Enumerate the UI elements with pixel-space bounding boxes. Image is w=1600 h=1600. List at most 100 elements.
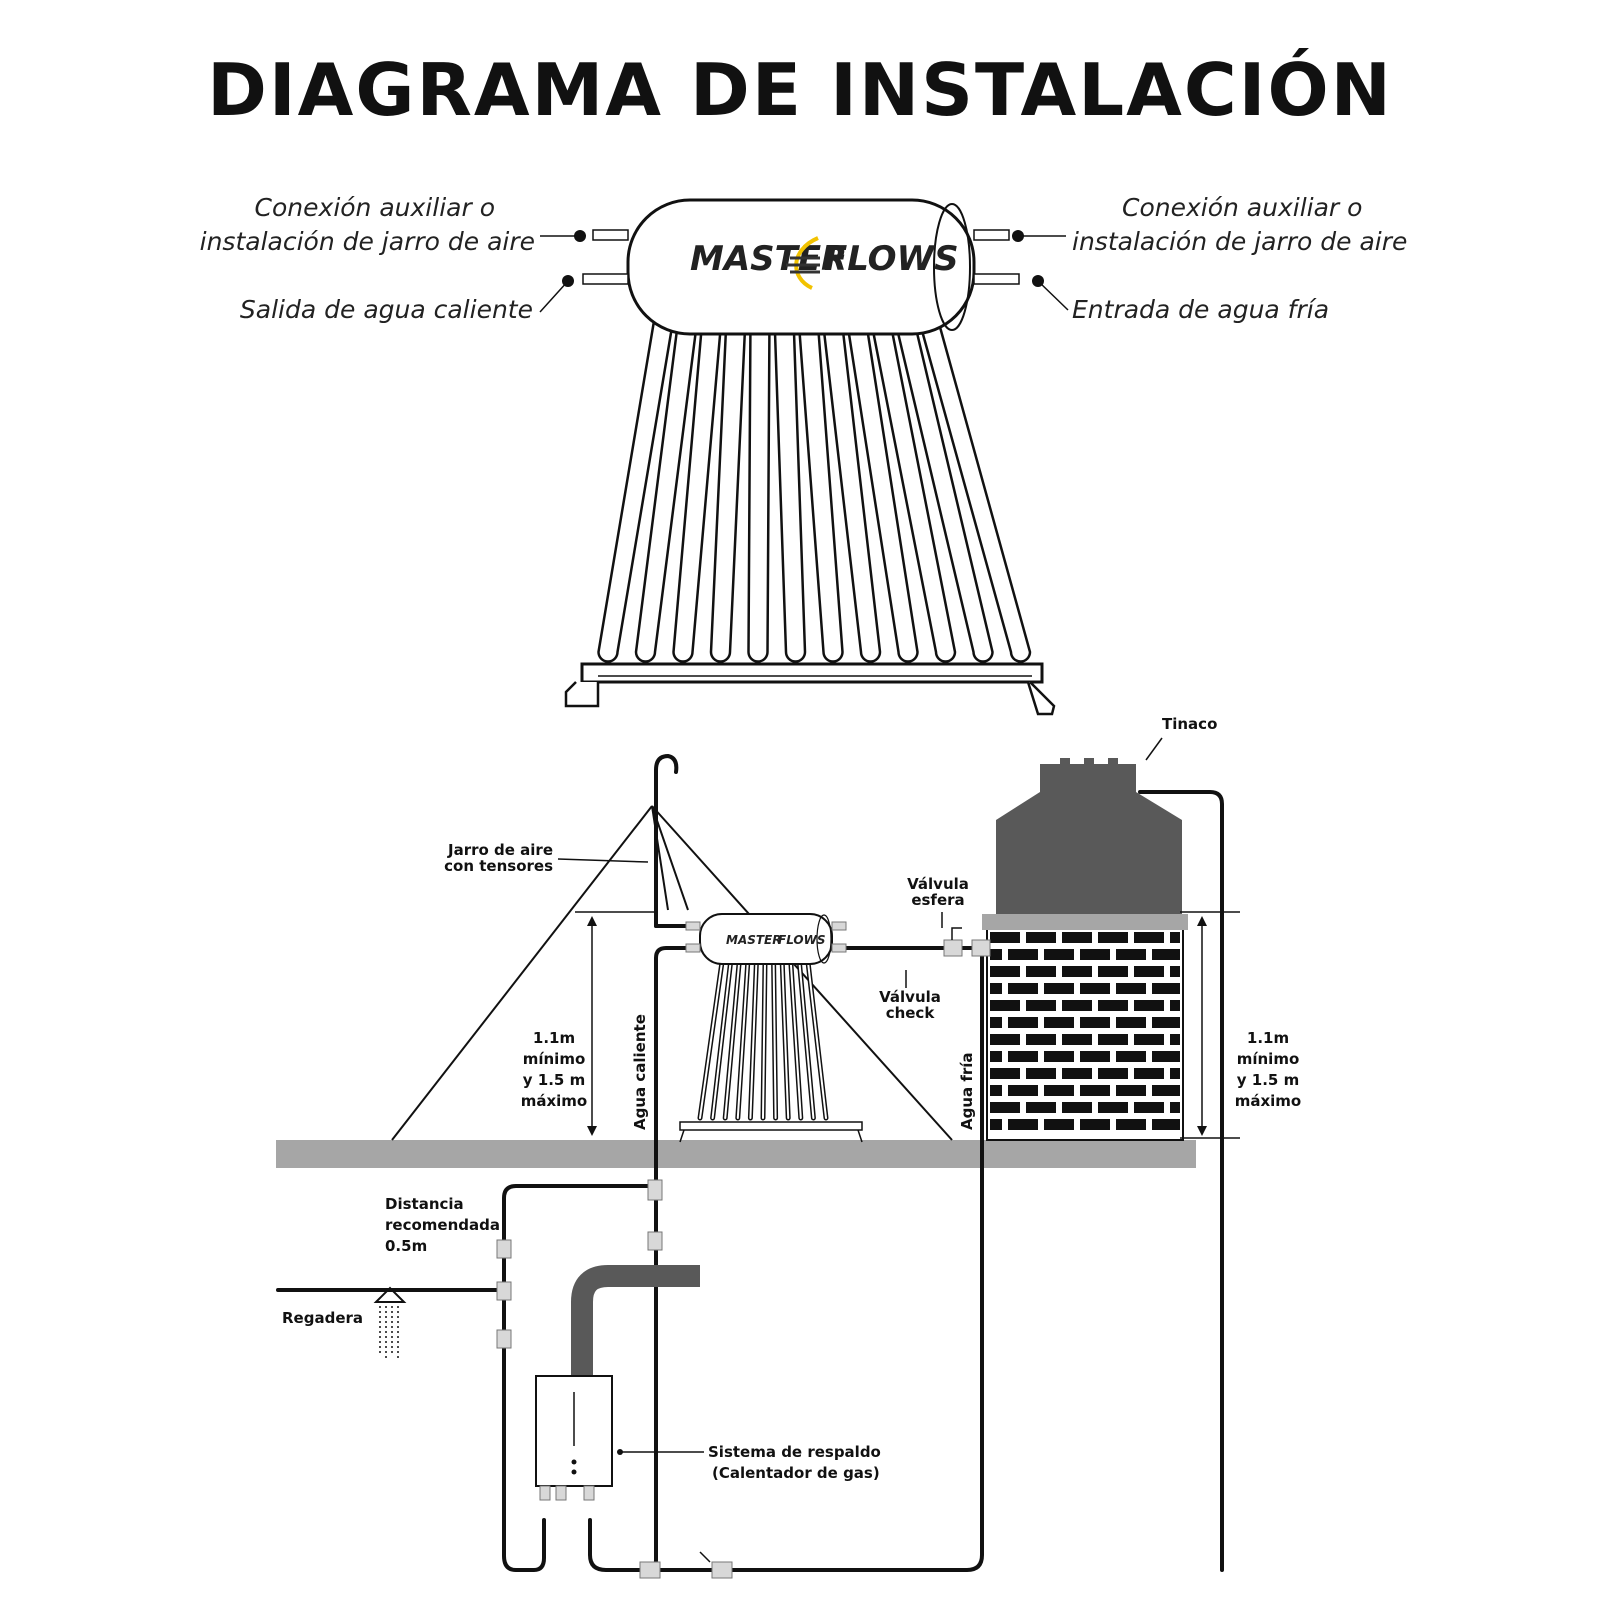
respaldo-label-2: (Calentador de gas) — [712, 1464, 880, 1482]
brick — [1152, 1085, 1180, 1096]
fittings — [496, 927, 991, 1579]
brick — [1062, 932, 1092, 943]
cold-in-stub — [973, 273, 1020, 285]
brick — [1134, 932, 1164, 943]
valvula-check-label-2: check — [886, 1004, 936, 1022]
brick — [990, 1119, 1002, 1130]
shower-head-icon — [373, 1286, 407, 1358]
tinaco-cap — [1084, 758, 1094, 766]
brick — [1026, 932, 1056, 943]
brick — [1044, 983, 1074, 994]
brick — [990, 1068, 1020, 1079]
small-vacuum-tube-inner — [789, 961, 802, 1119]
brick — [1026, 966, 1056, 977]
brick — [1026, 1000, 1056, 1011]
valvula-check-label-1: Válvula — [879, 988, 941, 1006]
brick — [1116, 1017, 1146, 1028]
distancia-label-1: Distancia — [385, 1195, 464, 1213]
small-vacuum-tube-inner — [736, 961, 749, 1119]
vacuum-tube — [916, 316, 1032, 663]
distancia-label-3: 0.5m — [385, 1237, 427, 1255]
brick — [1116, 983, 1146, 994]
brick — [1062, 1068, 1092, 1079]
small-vacuum-tube-inner — [711, 961, 732, 1119]
jarro-label-1: Jarro de aire — [447, 841, 553, 859]
distancia-label-2: recomendada — [385, 1216, 500, 1234]
brick — [990, 1102, 1020, 1113]
gas-heater — [535, 1265, 704, 1501]
aux-right-stub — [973, 229, 1010, 241]
brick — [1080, 1085, 1110, 1096]
brick — [1152, 949, 1180, 960]
brick — [1008, 983, 1038, 994]
vacuum-tube — [634, 316, 699, 663]
brick — [1152, 1051, 1180, 1062]
brick — [1134, 1068, 1164, 1079]
agua-caliente-label: Agua caliente — [631, 1014, 649, 1130]
valvula-esfera-label-2: esfera — [911, 891, 964, 909]
brick — [1170, 1102, 1180, 1113]
shower-branch-pipe — [502, 1184, 658, 1572]
brick — [1062, 1034, 1092, 1045]
vacuum-tube — [747, 316, 771, 663]
brick — [1062, 1102, 1092, 1113]
brick — [1044, 1085, 1074, 1096]
tinaco-label: Tinaco — [1162, 715, 1217, 733]
brick — [1134, 1034, 1164, 1045]
small-vacuum-tube-inner — [699, 961, 723, 1119]
brick — [1170, 1034, 1180, 1045]
logo-master: MASTER — [690, 239, 847, 279]
brick — [1080, 1051, 1110, 1062]
aux-right-label-1: Conexión auxiliar o — [1122, 193, 1362, 222]
callout-dot — [562, 275, 574, 287]
vacuum-tube — [845, 316, 919, 663]
roof-slab — [276, 1140, 1196, 1168]
vacuum-tubes — [597, 310, 1032, 663]
small-vacuum-tube-inner — [807, 961, 827, 1119]
vacuum-tube — [868, 316, 957, 663]
brick — [1008, 1085, 1038, 1096]
brick — [990, 932, 1020, 943]
brick — [1062, 1000, 1092, 1011]
brick — [1080, 949, 1110, 960]
left-foot — [564, 681, 600, 708]
small-tank — [699, 913, 833, 965]
aux-left-label-1: Conexión auxiliar o — [255, 193, 495, 222]
top-callouts: Conexión auxiliar o instalación de jarro… — [200, 193, 1408, 324]
small-logo-flows: FLOWS — [778, 933, 826, 947]
dist-right-4: máximo — [1235, 1092, 1302, 1110]
brick — [1098, 932, 1128, 943]
brick — [1026, 1068, 1056, 1079]
brick — [1008, 949, 1038, 960]
brick — [1098, 1102, 1128, 1113]
brick — [1044, 1017, 1074, 1028]
brick — [1116, 1085, 1146, 1096]
brick — [1098, 966, 1128, 977]
brick — [1152, 1119, 1180, 1130]
tinaco-supply-pipe — [1138, 790, 1224, 1572]
small-vacuum-tube-inner — [798, 961, 815, 1119]
brick — [1134, 966, 1164, 977]
brick — [1062, 966, 1092, 977]
brick — [1080, 1017, 1110, 1028]
dist-left-4: máximo — [521, 1092, 588, 1110]
brick — [990, 966, 1020, 977]
dist-right-1: 1.1m — [1247, 1029, 1289, 1047]
brick — [990, 1034, 1020, 1045]
dist-left-2: mínimo — [523, 1050, 586, 1068]
brick — [1098, 1068, 1128, 1079]
brick — [1152, 1017, 1180, 1028]
brick — [1152, 983, 1180, 994]
brick — [1008, 1119, 1038, 1130]
air-vent-pipe — [654, 754, 679, 928]
brick — [1170, 932, 1180, 943]
dist-left-3: y 1.5 m — [523, 1071, 585, 1089]
vacuum-tube — [672, 316, 723, 663]
brick — [1044, 1119, 1074, 1130]
bottom-labels: Tinaco Jarro de aire con tensores Válvul… — [282, 715, 1301, 1482]
brick — [1116, 1119, 1146, 1130]
brick — [1170, 1068, 1180, 1079]
tank-endcap — [933, 203, 971, 331]
base-frame — [580, 662, 1044, 684]
dist-left-1: 1.1m — [533, 1029, 575, 1047]
